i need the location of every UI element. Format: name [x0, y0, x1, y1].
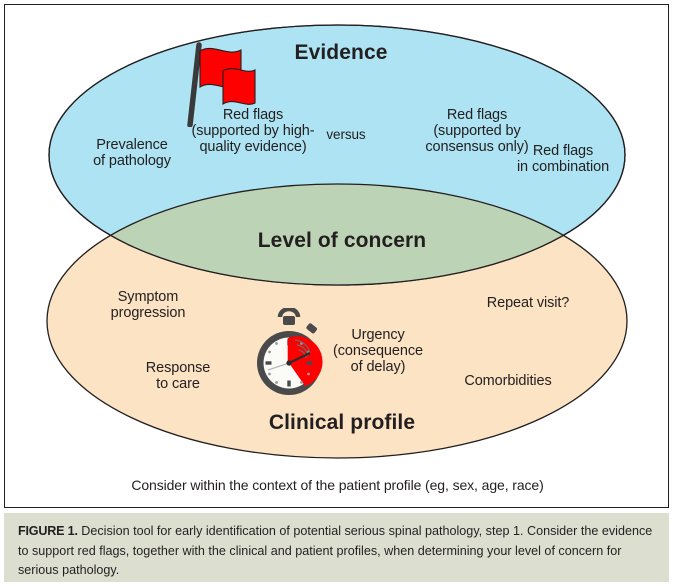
label-versus: versus [326, 127, 366, 142]
level-of-concern-title: Level of concern [257, 229, 427, 252]
caption-body: Decision tool for early identification o… [18, 524, 653, 578]
patient-profile-footnote: Consider within the context of the patie… [131, 477, 544, 493]
clinical-profile-title: Clinical profile [268, 411, 416, 434]
red-flag-icon [183, 41, 263, 128]
label-red-flags-consensus-only: Red flags (supported by consensus only) [425, 107, 529, 156]
stopwatch-icon [248, 306, 330, 400]
label-symptom-progression: Symptom progression [110, 289, 186, 322]
label-red-flags-high-quality-evidence: Red flags (supported by high- quality ev… [191, 107, 315, 156]
venn-diagram-panel: Evidence Prevalence of pathology Red fla… [4, 4, 669, 508]
evidence-ellipse-outline [48, 24, 626, 286]
label-response-to-care: Response to care [145, 360, 211, 393]
label-urgency-consequence-of-delay: Urgency (consequence of delay) [333, 327, 423, 376]
figure-caption-band: FIGURE 1. Decision tool for early identi… [4, 513, 669, 582]
label-comorbidities: Comorbidities [464, 373, 552, 389]
label-repeat-visit: Repeat visit? [486, 295, 570, 311]
venn-diagram-svg [46, 24, 628, 459]
level-of-concern-overlap [49, 183, 625, 285]
label-prevalence-of-pathology: Prevalence of pathology [93, 137, 171, 170]
figure-caption-text: FIGURE 1. Decision tool for early identi… [18, 522, 655, 581]
evidence-title: Evidence [294, 41, 388, 64]
caption-figure-number: FIGURE 1. [18, 524, 78, 538]
label-red-flags-in-combination: Red flags in combination [516, 143, 610, 176]
